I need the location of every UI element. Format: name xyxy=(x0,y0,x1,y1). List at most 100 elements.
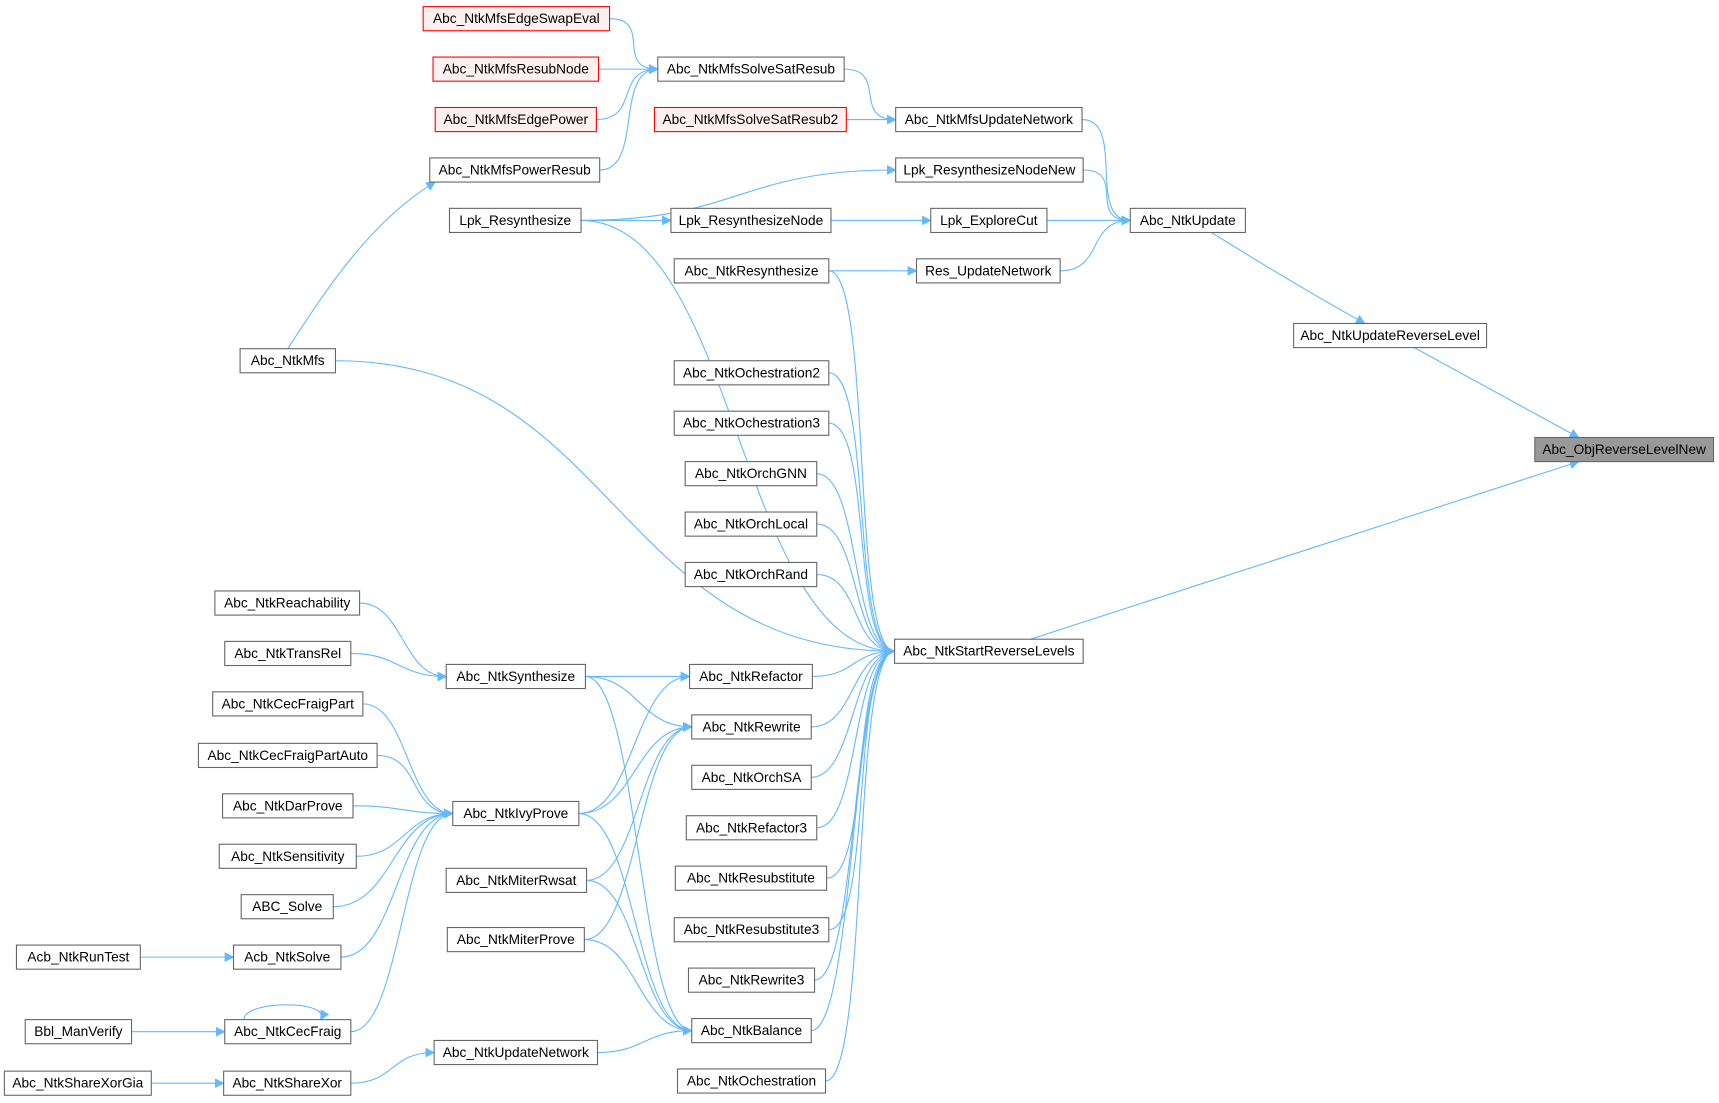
node-abc-ntkmfsedgepower[interactable]: Abc_NtkMfsEdgePower xyxy=(434,106,597,133)
node-box xyxy=(670,207,832,234)
edge-acb-ntksolve-to-abc-ntkivyprove xyxy=(340,808,454,958)
node-abc-ntkochestration[interactable]: Abc_NtkOchestration xyxy=(676,1068,827,1094)
node-abc-ntkresubstitute[interactable]: Abc_NtkResubstitute xyxy=(674,865,828,891)
node-abc-ntkmiterrwsat[interactable]: Abc_NtkMiterRwsat xyxy=(445,867,588,893)
node-label: Abc_NtkOchestration xyxy=(687,1074,816,1089)
node-label: Abc_NtkUpdate xyxy=(1140,213,1236,228)
node-label: Acb_NtkRunTest xyxy=(27,950,129,965)
edge-abc-ntkdarprove-to-abc-ntkivyprove xyxy=(353,805,454,819)
node-abc-ntksynthesize[interactable]: Abc_NtkSynthesize xyxy=(445,663,586,690)
edge-abc-ntkorchgnn-to-abc-ntkstartreverselevels xyxy=(816,473,896,657)
node-abc-ntkorchlocal[interactable]: Abc_NtkOrchLocal xyxy=(684,511,818,537)
node-abc-ntkorchsa[interactable]: Abc_NtkOrchSA xyxy=(691,764,812,790)
edge-abc-ntkorchsa-to-abc-ntkstartreverselevels xyxy=(811,646,896,778)
node-label: Abc_ObjReverseLevelNew xyxy=(1542,442,1706,457)
edge-abc-ntkochestration-to-abc-ntkstartreverselevels xyxy=(825,646,896,1082)
edge-abc-ntkmfsupdatenetwork-to-abc-ntkupdate xyxy=(1082,119,1132,226)
node-box xyxy=(432,56,600,82)
node-box xyxy=(684,511,818,537)
node-lpk-resynthesizenodenew[interactable]: Lpk_ResynthesizeNodeNew xyxy=(895,157,1084,183)
node-abc-ntkivyprove[interactable]: Abc_NtkIvyProve xyxy=(452,800,580,827)
node-label: Abc_NtkMfsResubNode xyxy=(443,62,589,77)
node-abc-ntkupdatereverselevel[interactable]: Abc_NtkUpdateReverseLevel xyxy=(1293,322,1488,349)
node-box xyxy=(1534,436,1715,463)
node-box xyxy=(673,258,830,284)
node-acb-ntkruntest[interactable]: Acb_NtkRunTest xyxy=(15,944,141,970)
node-abc-ntkupdatenetwork[interactable]: Abc_NtkUpdateNetwork xyxy=(433,1039,599,1066)
node-label: Abc_NtkUpdateNetwork xyxy=(443,1045,589,1060)
node-label: Abc_NtkMfsPowerResub xyxy=(439,162,592,177)
node-abc-ntkupdate[interactable]: Abc_NtkUpdate xyxy=(1129,207,1246,234)
edge-abc-ntkcecfraigpartauto-to-abc-ntkivyprove xyxy=(377,754,454,819)
node-box xyxy=(222,793,354,819)
node-abc-ntkrefactor3[interactable]: Abc_NtkRefactor3 xyxy=(685,815,818,841)
nodes-layer: Abc_NtkMfsEdgeSwapEvalAbc_NtkMfsResubNod… xyxy=(3,6,1715,1096)
node-abc-ntkbalance[interactable]: Abc_NtkBalance xyxy=(691,1017,812,1044)
node-abc-ntkresubstitute3[interactable]: Abc_NtkResubstitute3 xyxy=(673,917,830,943)
node-label: Abc_NtkSynthesize xyxy=(456,669,575,684)
node-lpk-resynthesize[interactable]: Lpk_Resynthesize xyxy=(448,207,582,234)
node-abc-ntkstartreverselevels[interactable]: Abc_NtkStartReverseLevels xyxy=(894,638,1084,664)
node-abc-ntkmfsupdatenetwork[interactable]: Abc_NtkMfsUpdateNetwork xyxy=(895,106,1083,133)
node-acb-ntksolve[interactable]: Acb_NtkSolve xyxy=(232,944,342,970)
node-lpk-resynthesizenode[interactable]: Lpk_ResynthesizeNode xyxy=(670,207,832,234)
node-box xyxy=(687,967,816,993)
node-box xyxy=(1293,322,1488,349)
node-label: Abc_NtkBalance xyxy=(701,1023,802,1038)
node-abc-ntkdarprove[interactable]: Abc_NtkDarProve xyxy=(222,793,354,819)
node-label: Abc_NtkMfs xyxy=(251,353,325,368)
node-bbl-manverify[interactable]: Bbl_ManVerify xyxy=(24,1019,133,1045)
node-box xyxy=(691,714,812,740)
node-abc-ntkmiterprove[interactable]: Abc_NtkMiterProve xyxy=(446,926,585,953)
node-label: Abc_NtkOrchGNN xyxy=(695,466,807,481)
node-abc-ntkresynthesize[interactable]: Abc_NtkResynthesize xyxy=(673,258,830,284)
node-abc-ntkcecfraigpartauto[interactable]: Abc_NtkCecFraigPartAuto xyxy=(197,742,378,769)
edge-abc-ntkmfssolvesatresub-to-abc-ntkmfsupdatenetwork xyxy=(844,68,897,125)
node-label: Abc_NtkIvyProve xyxy=(463,806,568,821)
node-abc-ntkochestration2[interactable]: Abc_NtkOchestration2 xyxy=(673,360,830,386)
node-abc-ntkorchgnn[interactable]: Abc_NtkOrchGNN xyxy=(684,461,818,487)
node-abc-ntkorchrand[interactable]: Abc_NtkOrchRand xyxy=(684,561,818,588)
node-abc-ntkcecfraig[interactable]: Abc_NtkCecFraig xyxy=(224,1019,352,1045)
node-label: Abc_NtkCecFraigPart xyxy=(222,696,355,711)
node-label: Abc_NtkOchestration3 xyxy=(683,416,820,431)
node-abc-solve[interactable]: ABC_Solve xyxy=(240,894,334,920)
node-box xyxy=(197,742,378,769)
node-abc-ntkmfssolvesatresub[interactable]: Abc_NtkMfsSolveSatResub xyxy=(657,56,845,82)
node-lpk-explorecut[interactable]: Lpk_ExploreCut xyxy=(930,207,1048,234)
node-abc-ntkochestration3[interactable]: Abc_NtkOchestration3 xyxy=(673,410,830,436)
node-abc-ntksharexorgia[interactable]: Abc_NtkShareXorGia xyxy=(3,1070,152,1096)
edge-abc-ntkmfsedgeswapeval-to-abc-ntkmfssolvesatresub xyxy=(609,18,659,75)
node-box xyxy=(930,207,1048,234)
edge-abc-ntkivyprove-to-abc-ntkrewrite xyxy=(578,721,693,815)
node-box xyxy=(218,843,357,869)
node-abc-ntksensitivity[interactable]: Abc_NtkSensitivity xyxy=(218,843,357,869)
node-abc-ntktransrel[interactable]: Abc_NtkTransRel xyxy=(224,640,352,667)
node-label: Acb_NtkSolve xyxy=(244,950,330,965)
node-abc-ntkmfsedgeswapeval[interactable]: Abc_NtkMfsEdgeSwapEval xyxy=(422,6,611,32)
edge-abc-ntktransrel-to-abc-ntksynthesize xyxy=(350,652,448,682)
node-res-updatenetwork[interactable]: Res_UpdateNetwork xyxy=(915,258,1061,284)
node-abc-ntkreachability[interactable]: Abc_NtkReachability xyxy=(214,590,361,616)
node-label: Abc_NtkUpdateReverseLevel xyxy=(1300,328,1480,343)
node-box xyxy=(673,917,830,943)
node-abc-ntkcecfraigpart[interactable]: Abc_NtkCecFraigPart xyxy=(212,691,364,717)
node-box xyxy=(673,410,830,436)
node-abc-ntkmfspowerresub[interactable]: Abc_NtkMfsPowerResub xyxy=(429,157,601,183)
edge-abc-ntkresynthesize-to-abc-ntkstartreverselevels xyxy=(828,270,896,657)
node-box xyxy=(223,1070,352,1096)
node-abc-ntkrewrite3[interactable]: Abc_NtkRewrite3 xyxy=(687,967,816,993)
node-box xyxy=(684,461,818,487)
node-abc-objreverselevelnew[interactable]: Abc_ObjReverseLevelNew xyxy=(1534,436,1715,463)
node-abc-ntkrewrite[interactable]: Abc_NtkRewrite xyxy=(691,714,812,740)
node-abc-ntkmfsresubnode[interactable]: Abc_NtkMfsResubNode xyxy=(432,56,600,82)
node-abc-ntksharexor[interactable]: Abc_NtkShareXor xyxy=(223,1070,352,1096)
node-label: Abc_NtkOchestration2 xyxy=(683,365,820,380)
node-box xyxy=(676,1068,827,1094)
node-abc-ntkmfs[interactable]: Abc_NtkMfs xyxy=(239,348,337,374)
node-box xyxy=(429,157,601,183)
node-abc-ntkrefactor[interactable]: Abc_NtkRefactor xyxy=(689,663,813,690)
node-abc-ntkmfssolvesatresub2[interactable]: Abc_NtkMfsSolveSatResub2 xyxy=(653,106,847,133)
node-label: Abc_NtkSensitivity xyxy=(231,849,344,864)
